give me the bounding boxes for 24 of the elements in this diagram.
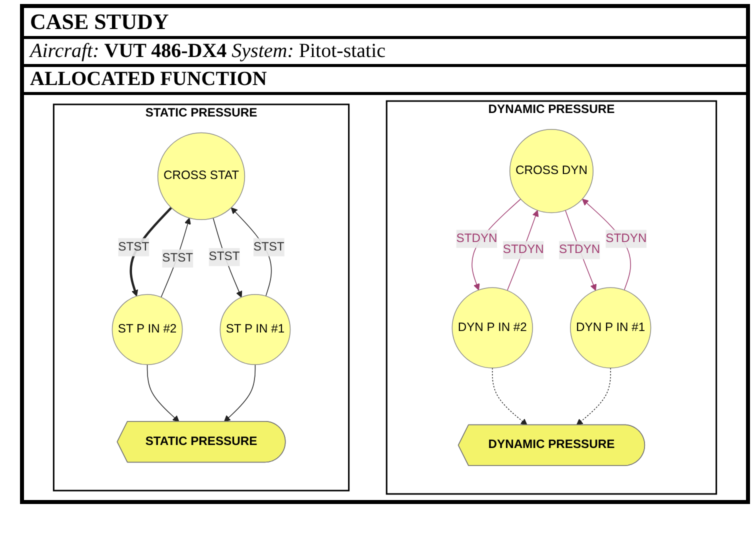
section-heading: ALLOCATED FUNCTION (30, 68, 267, 90)
metadata-text: Aircraft: (30, 40, 100, 62)
node-circle: CROSS DYN (509, 129, 594, 214)
arrow (224, 364, 256, 422)
edge-label: STDYN (456, 232, 498, 245)
arrow (146, 364, 180, 422)
metadata-text: System: (232, 40, 294, 62)
node-circle: CROSS STAT (157, 132, 246, 220)
metadata-text: Pitot-static (298, 40, 386, 62)
edge-label: STST (118, 240, 150, 254)
node-circle: DYN P IN #2 (452, 287, 533, 368)
edge-label: STDYN (502, 243, 544, 256)
edge-label: STST (253, 240, 284, 254)
edge-label: STST (208, 250, 240, 264)
metadata-text: VUT 486-DX4 (104, 40, 227, 62)
node-circle: DYN P IN #1 (570, 287, 652, 368)
node-circle: ST P IN #2 (112, 294, 183, 366)
edge-label: STST (162, 252, 194, 265)
arrow (492, 368, 528, 426)
edge-label: STDYN (606, 232, 647, 245)
edge-label: STDYN (559, 243, 600, 256)
node-circle: ST P IN #1 (220, 294, 291, 366)
title: CASE STUDY (29, 8, 170, 36)
arrow (576, 368, 611, 426)
